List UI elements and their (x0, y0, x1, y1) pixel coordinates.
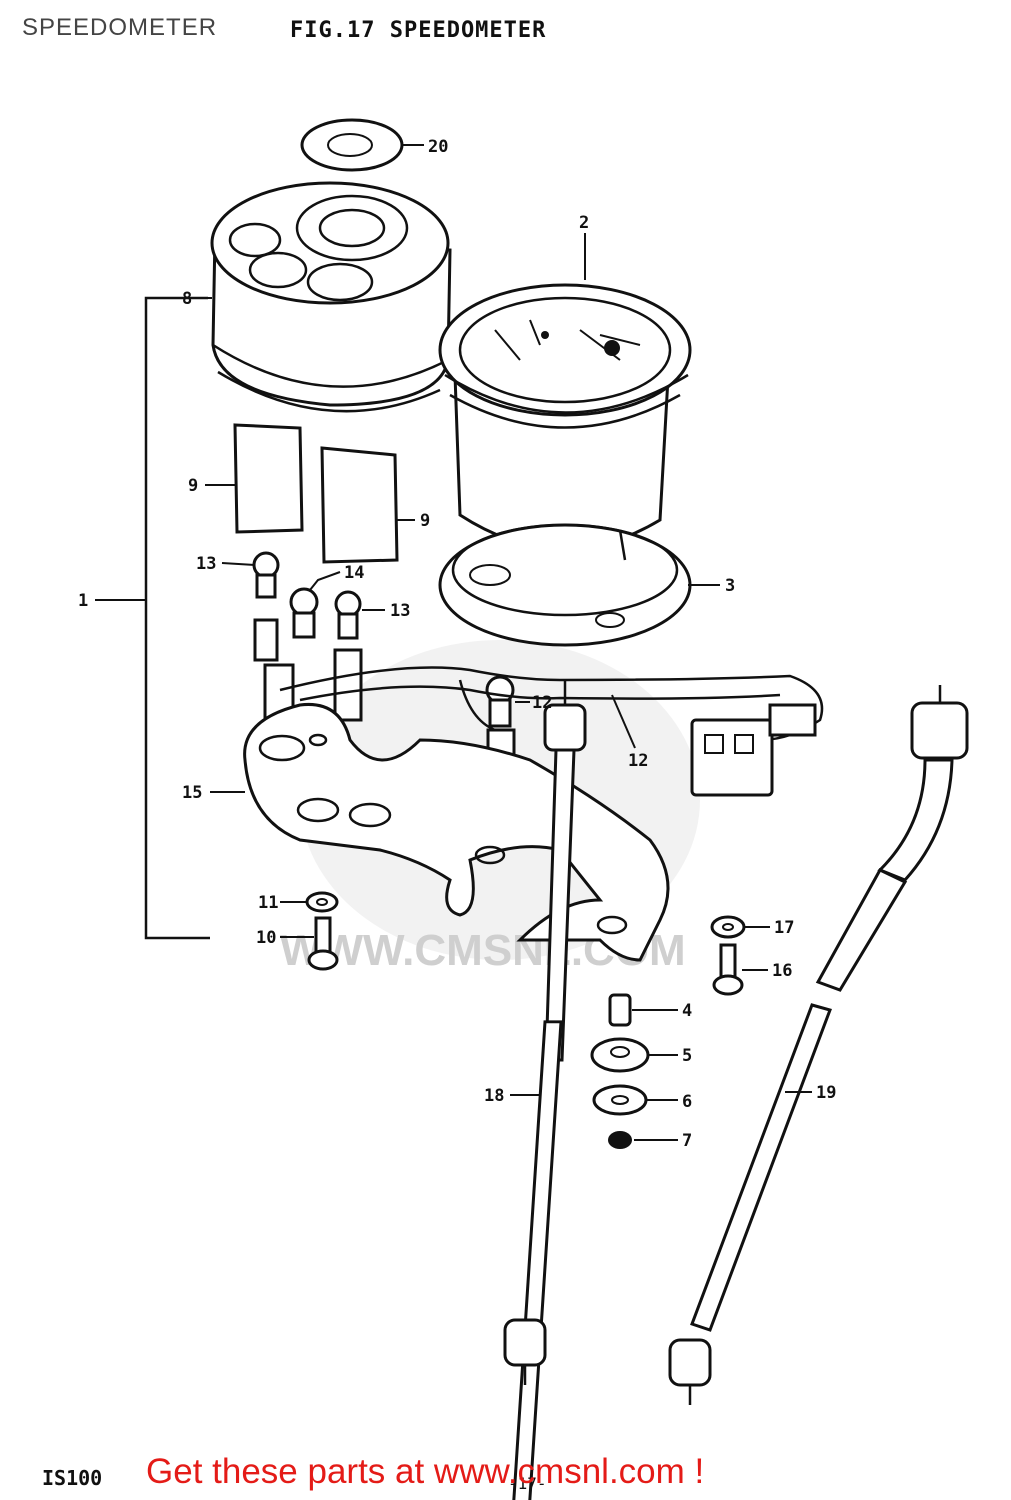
part-6-washer[interactable] (592, 1084, 648, 1116)
callout-12-bulb: 12 (532, 693, 552, 713)
part-5-rubber-washer[interactable] (590, 1037, 650, 1073)
callout-labels: 20 2 8 9 9 13 14 13 3 1 12 12 15 11 10 1… (78, 137, 836, 1151)
part-11-washer[interactable] (305, 891, 339, 913)
callout-13-left: 13 (196, 554, 216, 574)
callout-19: 19 (816, 1083, 836, 1103)
callout-7: 7 (682, 1131, 692, 1151)
part-7-nut[interactable] (608, 1131, 632, 1149)
part-12-wiring-harness[interactable] (253, 618, 824, 797)
callout-18: 18 (484, 1086, 504, 1106)
callout-4: 4 (682, 1001, 692, 1021)
callout-8: 8 (182, 289, 192, 309)
part-13-bulb-right[interactable] (334, 590, 362, 640)
part-18-speedometer-cable[interactable] (503, 680, 587, 1500)
part-19-tachometer-cable[interactable] (668, 685, 969, 1405)
figure-title: FIG.17 SPEEDOMETER (290, 18, 547, 43)
part-3-lower-cup[interactable] (438, 523, 692, 647)
part-16-bolt[interactable] (712, 943, 744, 996)
part-15-base-plate[interactable] (243, 702, 670, 962)
part-20-ring[interactable] (300, 118, 404, 172)
part-2-speedometer-head[interactable] (438, 283, 692, 551)
callout-13-right: 13 (390, 601, 410, 621)
part-8-meter-case[interactable] (210, 181, 452, 413)
part-17-washer[interactable] (710, 915, 746, 939)
leader-lines (198, 144, 812, 1141)
callout-16: 16 (772, 961, 792, 981)
callout-6: 6 (682, 1092, 692, 1112)
part-13-bulb-left[interactable] (252, 551, 280, 599)
part-9-strip-right[interactable] (320, 446, 399, 564)
callout-9-left: 9 (188, 476, 198, 496)
assembly-1-bracket (95, 296, 210, 940)
footer-shop-link[interactable]: Get these parts at www.cmsnl.com ! (146, 1452, 705, 1491)
page-title: SPEEDOMETER (22, 14, 218, 41)
callout-1: 1 (78, 591, 88, 611)
connector[interactable] (690, 718, 774, 797)
part-12-bulb[interactable] (485, 675, 515, 728)
callout-9-right: 9 (420, 511, 430, 531)
part-9-strip-left[interactable] (233, 423, 304, 534)
callout-10: 10 (256, 928, 276, 948)
callout-17: 17 (774, 918, 794, 938)
callout-20: 20 (428, 137, 448, 157)
callout-3: 3 (725, 576, 735, 596)
callout-2: 2 (579, 213, 589, 233)
model-code: IS100 (42, 1466, 103, 1490)
callout-12-harness: 12 (628, 751, 648, 771)
part-10-screw[interactable] (307, 916, 339, 971)
callout-5: 5 (682, 1046, 692, 1066)
callout-15: 15 (182, 783, 202, 803)
callout-14: 14 (344, 563, 364, 583)
page-number: -17- (508, 1474, 547, 1493)
part-14-bulb[interactable] (289, 587, 319, 639)
callout-11: 11 (258, 893, 278, 913)
part-4-collar[interactable] (608, 993, 632, 1027)
